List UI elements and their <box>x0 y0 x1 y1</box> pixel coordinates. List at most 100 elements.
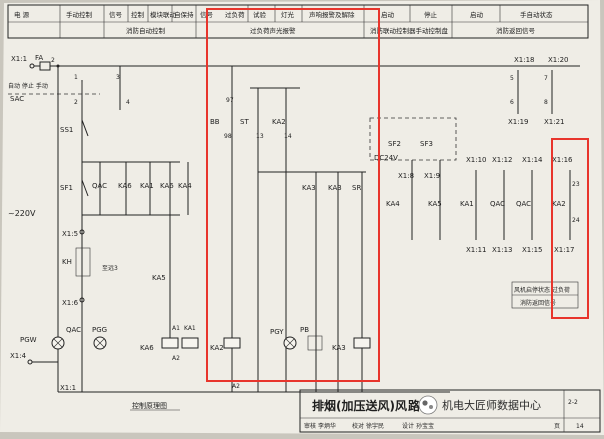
terminal-label: X1:13 <box>492 246 513 254</box>
header-cell: 自保持 <box>174 10 194 19</box>
buzzer <box>307 335 323 351</box>
role-label: 校对 <box>352 422 364 430</box>
component-label: KA3 <box>332 344 346 352</box>
component-label: QAC <box>66 326 81 334</box>
component-label: PGG <box>92 326 107 334</box>
header-cell: 试验 <box>253 10 267 19</box>
terminal-label: X1:20 <box>548 56 569 64</box>
header-cell: 启动 <box>381 10 395 19</box>
component-label: KA4 <box>178 182 192 190</box>
component-label: PGW <box>20 336 37 344</box>
header-cell: 启动 <box>470 10 484 19</box>
header-cell: 过负荷声光报警 <box>250 26 296 35</box>
coil-ka2 <box>223 337 241 349</box>
terminal-label: X1:14 <box>522 156 543 164</box>
voltage-label: ~220V <box>8 209 36 218</box>
component-label: QAC <box>490 200 505 208</box>
header-cell: 消防联动控制器手动控制盘 <box>370 26 449 35</box>
header-cell: 过负荷 <box>225 10 245 19</box>
wechat-icon <box>418 395 438 415</box>
component-label: KH <box>62 258 72 266</box>
highlight-box-overload <box>206 8 380 382</box>
component-label: KA4 <box>386 200 400 208</box>
svg-text:2: 2 <box>51 57 55 64</box>
component-label: KA6 <box>140 344 154 352</box>
component-label: KA2 <box>272 118 286 126</box>
role-name: 孙宝宝 <box>416 422 434 430</box>
component-label: PGY <box>270 328 284 336</box>
highlight-box-status <box>551 138 589 319</box>
header-cell: 灯光 <box>281 10 295 19</box>
pin-label: 23 <box>572 181 580 188</box>
pin-label: 7 <box>544 75 548 82</box>
selector-label: SAC <box>10 95 24 103</box>
coil-ka6 <box>161 337 179 349</box>
state-label: 风机启停状态 <box>514 286 550 294</box>
component-label: KA6 <box>118 182 132 190</box>
state-label: 过负荷 <box>552 286 570 294</box>
terminal-label: X1:5 <box>62 230 78 238</box>
header-cell: 消防返回信号 <box>496 26 536 35</box>
pin-label: 24 <box>572 217 580 224</box>
terminal-label: X1:1 <box>60 384 76 392</box>
component-label: PB <box>300 326 309 334</box>
coil-ka3 <box>353 337 371 349</box>
component-label: SF1 <box>60 184 73 192</box>
terminal-label: X1:9 <box>424 172 440 180</box>
component-label: KA5 <box>152 274 166 282</box>
terminal-label: X1:21 <box>544 118 565 126</box>
header-cell: 信号 <box>109 10 123 19</box>
page-number: 14 <box>576 423 584 430</box>
pin-label: A2 <box>172 355 180 362</box>
coil-ka1 <box>181 337 199 349</box>
component-label: KA1 <box>184 325 196 332</box>
dc-label: DC24V <box>374 154 398 162</box>
watermark-text: 机电大匠师数据中心 <box>442 398 541 412</box>
component-label: KA5 <box>428 200 442 208</box>
pin-label: 5 <box>510 75 514 82</box>
header-cell: 模块联动 <box>150 10 177 19</box>
mode-label: 自动 停止 手动 <box>8 82 48 90</box>
terminal-label: X1:12 <box>492 156 513 164</box>
header-cell: 手自动状态 <box>520 10 553 19</box>
header-cell: 声响报警及解除 <box>309 10 355 19</box>
power-section: X1:1 FA 2 自动 停止 手动 SAC ~220V X1:4 1 2 3 … <box>8 54 580 393</box>
page-label: 页 <box>554 423 560 430</box>
terminal-label: X1:11 <box>466 246 487 254</box>
pin-label: A1 <box>172 325 180 332</box>
drawing-code: 2-2 <box>568 399 578 406</box>
header-cell: 控制 <box>131 10 145 19</box>
header-cell: 停止 <box>424 10 438 19</box>
svg-text:1: 1 <box>74 74 78 81</box>
terminal-label: X1:1 <box>11 55 27 63</box>
diagram-caption: 控制原理图 <box>132 401 167 410</box>
component-label: KA6 <box>160 182 174 190</box>
terminal-label: X1:15 <box>522 246 543 254</box>
terminal-label: X1:6 <box>62 299 79 307</box>
header-cell: 手动控制 <box>66 10 93 19</box>
terminal-label: X1:16 <box>552 156 573 164</box>
component-label: KA3 <box>302 184 316 192</box>
role-label: 设计 <box>402 422 414 430</box>
terminal-label: X1:17 <box>554 246 575 254</box>
drawing-title: 排烟(加压送风)风 <box>312 398 407 413</box>
svg-text:2: 2 <box>74 99 78 106</box>
title-block: 排烟(加压送风)风 路 2-2 审核 李炳华 校对 徐宇民 设计 孙宝宝 页 1… <box>299 389 601 433</box>
component-label: KA1 <box>460 200 474 208</box>
pin-label: 6 <box>510 99 514 106</box>
return-label: 消防返回信号 <box>520 299 556 307</box>
terminal-label: X1:8 <box>398 172 414 180</box>
component-label: ST <box>240 118 249 126</box>
pin-label: 8 <box>544 99 548 106</box>
remote-label: 至远3 <box>102 264 118 272</box>
watermark: 机电大匠师数据中心 <box>418 395 541 415</box>
svg-text:3: 3 <box>116 74 120 81</box>
right-section: X1:18 X1:20 6 8 5 7 X1:19 X1:21 X1:16 X1… <box>508 56 580 254</box>
component-label: KA2 <box>210 344 224 352</box>
component-label: KA3 <box>328 184 342 192</box>
component-label: KA2 <box>552 200 566 208</box>
dc-section: DC24V SF2 SF3 X1:8 X1:9 KA4 KA5 KA1 QAC … <box>369 117 579 309</box>
svg-text:4: 4 <box>126 99 130 106</box>
